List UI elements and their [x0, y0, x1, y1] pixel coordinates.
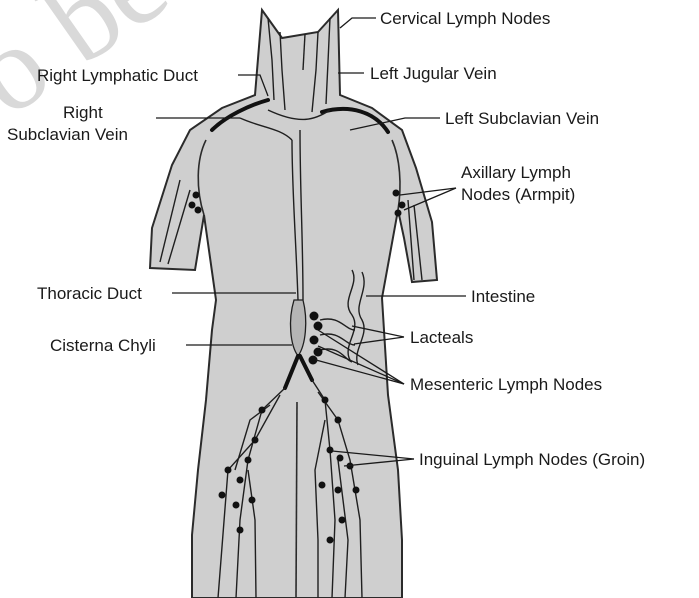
lymph-node: [233, 502, 240, 509]
label-right-subclavian-line2: Subclavian Vein: [7, 125, 128, 144]
lymph-node: [337, 455, 344, 462]
label-right-subclavian-line1: Right: [63, 103, 103, 122]
lymph-node: [193, 192, 200, 199]
label-lacteals: Lacteals: [410, 328, 473, 347]
leader-cervical: [340, 18, 376, 28]
lymph-node: [395, 210, 402, 217]
lymph-node: [237, 477, 244, 484]
lymph-node: [310, 336, 319, 345]
label-mesenteric-lymph-nodes: Mesenteric Lymph Nodes: [410, 375, 602, 394]
label-cisterna-chyli: Cisterna Chyli: [50, 336, 156, 355]
lymph-node: [335, 417, 342, 424]
lymph-node: [314, 348, 323, 357]
lymph-node: [225, 467, 232, 474]
lymph-node: [249, 497, 256, 504]
label-right-lymphatic-duct: Right Lymphatic Duct: [37, 66, 198, 85]
label-axillary-line2: Nodes (Armpit): [461, 185, 575, 204]
lymph-node: [327, 447, 334, 454]
lymph-node: [322, 397, 329, 404]
label-intestine: Intestine: [471, 287, 535, 306]
lymph-node: [252, 437, 259, 444]
label-thoracic-duct: Thoracic Duct: [37, 284, 142, 303]
label-left-jugular-vein: Left Jugular Vein: [370, 64, 497, 83]
lymph-node: [245, 457, 252, 464]
lymph-node: [393, 190, 400, 197]
lymph-node: [335, 487, 342, 494]
lymph-node: [219, 492, 226, 499]
leg-divide-line: [296, 402, 297, 598]
lymph-node: [399, 202, 406, 209]
lymph-node: [259, 407, 266, 414]
label-inguinal-lymph-nodes: Inguinal Lymph Nodes (Groin): [419, 450, 645, 469]
label-left-subclavian-vein: Left Subclavian Vein: [445, 109, 599, 128]
lymph-node: [339, 517, 346, 524]
lymph-node: [237, 527, 244, 534]
label-cervical-lymph-nodes: Cervical Lymph Nodes: [380, 9, 550, 28]
lymph-node: [314, 322, 323, 331]
lymph-node: [310, 312, 319, 321]
lymph-node: [319, 482, 326, 489]
lymph-node: [195, 207, 202, 214]
lymph-node: [327, 537, 334, 544]
lymph-node: [189, 202, 196, 209]
label-axillary-line1: Axillary Lymph: [461, 163, 571, 182]
lymph-node: [353, 487, 360, 494]
